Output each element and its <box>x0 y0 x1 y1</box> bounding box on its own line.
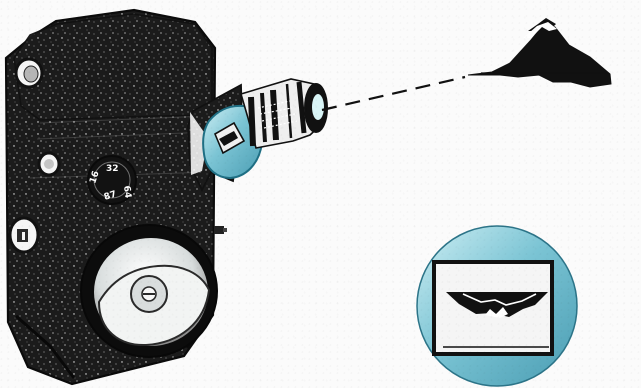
side-knob-icon <box>214 226 227 234</box>
winding-plate[interactable] <box>81 225 217 357</box>
mountain-icon <box>468 18 611 87</box>
viewfinder-inset-icon <box>417 226 577 386</box>
aperture-label-64: 64 <box>121 185 132 199</box>
aperture-label-32: 32 <box>106 164 119 174</box>
sight-line <box>322 77 465 110</box>
aperture-dial[interactable]: 16 32 87 64 <box>88 156 136 204</box>
